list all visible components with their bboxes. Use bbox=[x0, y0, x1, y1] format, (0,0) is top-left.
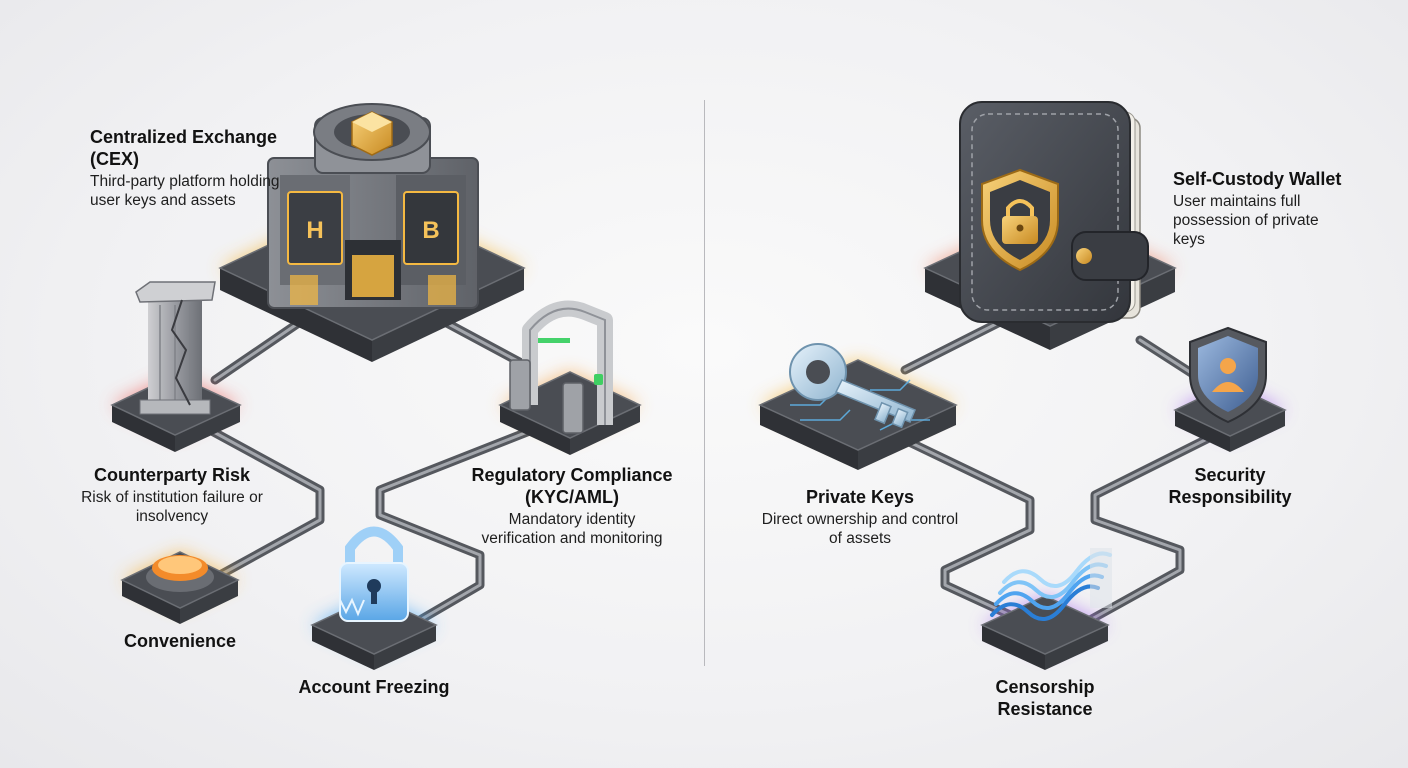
waves-node bbox=[980, 548, 1112, 670]
regulatory-compliance-description: Mandatory identity verification and moni… bbox=[481, 511, 663, 547]
censorship-resistance-label: Censorship Resistance bbox=[975, 676, 1115, 720]
convenience-label: Convenience bbox=[100, 630, 260, 652]
convenience-button-node bbox=[120, 551, 240, 624]
cex-label: Centralized Exchange (CEX) Third-party p… bbox=[90, 126, 280, 210]
account-freezing-title: Account Freezing bbox=[298, 677, 450, 697]
counterparty-risk-title: Counterparty Risk bbox=[93, 465, 251, 485]
convenience-title: Convenience bbox=[123, 631, 237, 651]
cex-description: Third-party platform holding user keys a… bbox=[90, 173, 280, 209]
wallet-node bbox=[923, 101, 1177, 350]
private-keys-description: Direct ownership and control of assets bbox=[761, 511, 959, 547]
regulatory-compliance-title: Regulatory Compliance (KYC/AML) bbox=[471, 465, 673, 507]
account-freezing-label: Account Freezing bbox=[284, 676, 464, 698]
private-keys-title: Private Keys bbox=[805, 487, 915, 507]
frozen-lock-node bbox=[310, 526, 438, 670]
self-custody-wallet-title: Self-Custody Wallet bbox=[1173, 169, 1342, 189]
section-divider bbox=[704, 100, 705, 666]
security-shield-node bbox=[1173, 326, 1287, 452]
broken-pillar-node bbox=[110, 281, 242, 452]
private-keys-label: Private Keys Direct ownership and contro… bbox=[750, 486, 970, 548]
security-responsibility-label: Security Responsibility bbox=[1150, 464, 1310, 508]
regulatory-compliance-label: Regulatory Compliance (KYC/AML) Mandator… bbox=[452, 464, 692, 548]
private-key-node bbox=[758, 343, 958, 470]
self-custody-wallet-label: Self-Custody Wallet User maintains full … bbox=[1173, 168, 1353, 249]
cex-building-node: H B bbox=[218, 103, 526, 362]
counterparty-risk-label: Counterparty Risk Risk of institution fa… bbox=[72, 464, 272, 526]
building-letter-b: B bbox=[422, 217, 439, 244]
connectors-left bbox=[205, 317, 550, 625]
censorship-resistance-title: Censorship Resistance bbox=[995, 677, 1095, 719]
cex-title: Centralized Exchange (CEX) bbox=[90, 127, 278, 169]
self-custody-wallet-description: User maintains full possession of privat… bbox=[1173, 193, 1319, 248]
security-responsibility-title: Security Responsibility bbox=[1168, 465, 1292, 507]
counterparty-risk-description: Risk of institution failure or insolvenc… bbox=[81, 489, 263, 525]
kyc-gate-node bbox=[498, 300, 642, 455]
building-letter-h: H bbox=[306, 217, 323, 244]
